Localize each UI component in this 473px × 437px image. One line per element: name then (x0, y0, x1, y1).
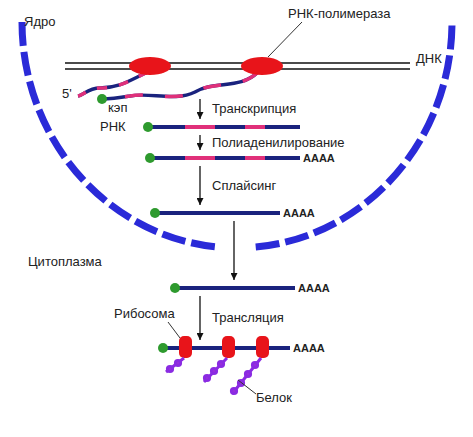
poly-a-tail: АААА (303, 151, 335, 165)
rna-polymerase (241, 57, 283, 75)
callout-label: РНК-полимераза (288, 6, 390, 22)
ribosome (256, 336, 269, 358)
poly-a-tail: АААА (293, 341, 325, 355)
cap-dot (97, 94, 107, 104)
ribosome (222, 336, 235, 358)
callout-label: кэп (108, 100, 128, 116)
process-arrow (199, 135, 200, 150)
nascent-rna-intron (78, 72, 148, 96)
compartment-label: Ядро (24, 14, 55, 30)
process-arrow (233, 221, 234, 280)
rna-polymerase (129, 57, 171, 75)
poly-a-tail: АААА (298, 281, 330, 295)
rna-strand (100, 120, 305, 134)
compartment-label: Цитоплазма (28, 254, 102, 270)
step-label: Трансляция (212, 310, 284, 326)
callout-label: Белок (256, 390, 292, 406)
poly-a-tail: АААА (283, 206, 315, 220)
polyadenylated-rna: АААА (145, 151, 350, 165)
step-label: Полиаденилирование (212, 135, 345, 151)
pre-mrna: РНК (100, 120, 305, 134)
leader-line (238, 380, 256, 394)
protein-chain (166, 358, 261, 394)
process-arrow (199, 166, 200, 205)
strand-end-label: 5' (62, 86, 72, 102)
process-arrow (199, 99, 200, 119)
strand-label: ДНК (416, 52, 442, 66)
spliced-mrna: АААА (150, 206, 335, 220)
nascent-rna-intron (102, 72, 258, 99)
nascent-rna (102, 72, 258, 99)
nascent-rna (78, 72, 148, 96)
ribosome (179, 336, 192, 358)
step-label: Сплайсинг (212, 178, 276, 194)
cytoplasmic-mrna: АААА (170, 281, 345, 295)
leader-line (268, 22, 302, 57)
callout-label: Рибосома (114, 306, 175, 322)
molecule-label: РНК (100, 120, 126, 134)
step-label: Транскрипция (212, 101, 296, 117)
leader-line (168, 322, 180, 338)
process-arrow (199, 296, 200, 340)
